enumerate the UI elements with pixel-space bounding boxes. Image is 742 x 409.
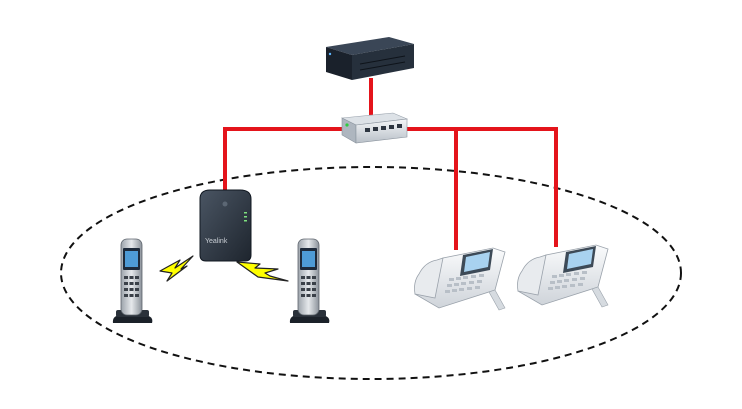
wired-links [223,78,558,250]
desk-phone-icon [517,244,609,308]
link-switch-dect-base [223,127,342,195]
link-switch-desk-phone-2 [454,127,558,247]
network-switch-icon [340,112,409,144]
pbx-server-icon [326,37,414,80]
lightning-bolt-icon [236,261,289,282]
wireless-zone-boundary [60,166,682,380]
wireless-links [159,255,289,282]
dect-base-station-icon: Yealink [199,189,252,262]
desk-phone-icon [414,247,506,311]
cordless-handset-icon [112,238,153,323]
lightning-bolt-icon [159,255,194,282]
link-switch-desk-phone-1 [402,127,458,250]
dect-base-brand: Yealink [205,238,228,245]
cordless-handset-icon [289,238,330,323]
